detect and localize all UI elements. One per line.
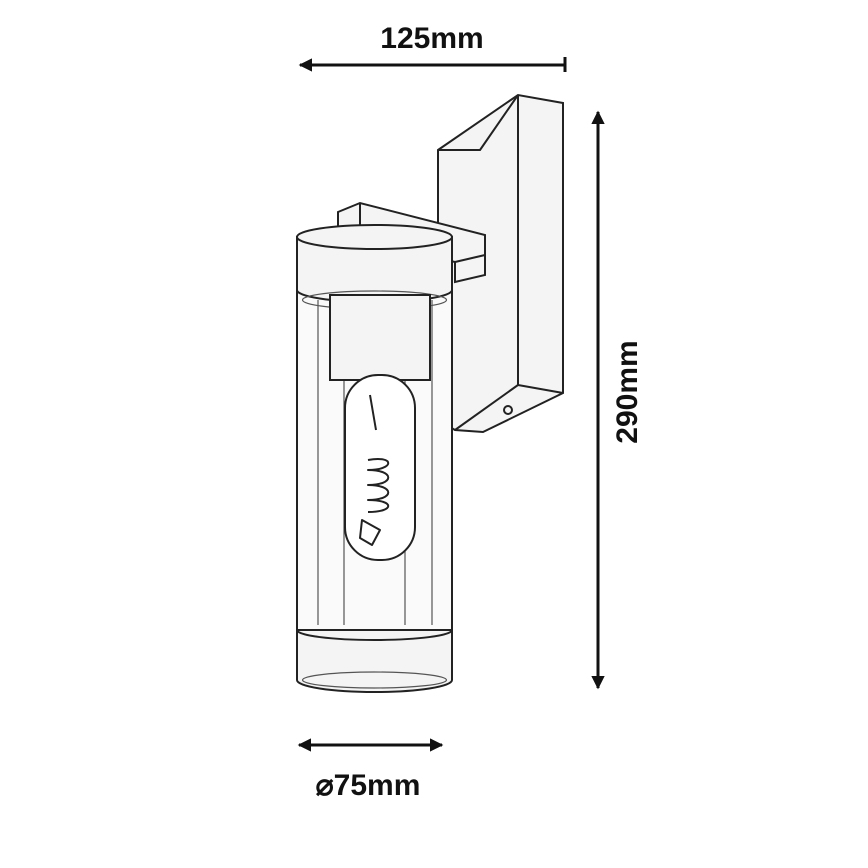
screw-hole-icon: [503, 405, 513, 415]
width-dimension: 125mm: [298, 22, 567, 72]
diameter-dimension: ⌀75mm: [297, 738, 444, 802]
bulb-icon: [344, 374, 416, 561]
height-dimension: 290mm: [591, 110, 644, 690]
height-label: 290mm: [611, 340, 644, 443]
top-cap: [296, 224, 453, 310]
bottom-ring: [296, 629, 453, 693]
lamp-socket: [329, 294, 431, 381]
width-label: 125mm: [380, 22, 483, 55]
diameter-label: ⌀75mm: [316, 769, 421, 802]
